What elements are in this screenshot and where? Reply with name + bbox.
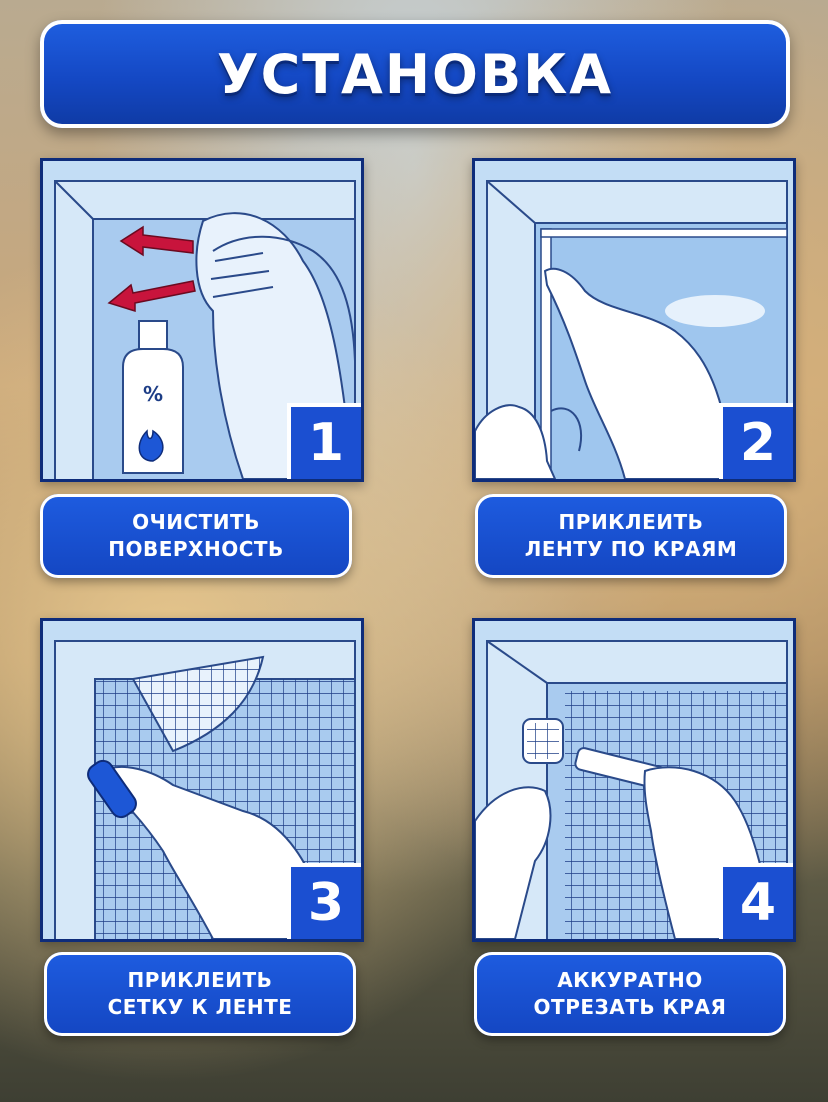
step-2-number-badge: 2 [719, 403, 793, 479]
step-2-caption: ПРИКЛЕИТЬ ЛЕНТУ ПО КРАЯМ [475, 494, 787, 578]
step-4-panel: 4 [472, 618, 796, 942]
page-title: УСТАНОВКА [216, 42, 614, 106]
step-2-caption-line2: ЛЕНТУ ПО КРАЯМ [524, 537, 738, 561]
step-2-panel: 2 [472, 158, 796, 482]
step-1-number: 1 [307, 413, 345, 473]
step-1-caption-line1: ОЧИСТИТЬ [132, 510, 260, 534]
step-4-number: 4 [739, 873, 777, 933]
bottle-label: % [143, 382, 163, 406]
step-1-caption: ОЧИСТИТЬ ПОВЕРХНОСТЬ [40, 494, 352, 578]
step-4-number-badge: 4 [719, 863, 793, 939]
step-3-panel: 3 [40, 618, 364, 942]
flame-icon [138, 429, 164, 462]
step-3-caption-line1: ПРИКЛЕИТЬ [127, 968, 273, 992]
step-1-number-badge: 1 [287, 403, 361, 479]
step-3-caption: ПРИКЛЕИТЬ СЕТКУ К ЛЕНТЕ [44, 952, 356, 1036]
step-3-number-badge: 3 [287, 863, 361, 939]
step-4-caption-line2: ОТРЕЗАТЬ КРАЯ [533, 995, 727, 1019]
step-3-number: 3 [307, 873, 345, 933]
step-2-number: 2 [739, 413, 777, 473]
step-4-caption-line1: АККУРАТНО [557, 968, 703, 992]
step-1-caption-line2: ПОВЕРХНОСТЬ [108, 537, 284, 561]
step-1-panel: % 1 [40, 158, 364, 482]
title-banner: УСТАНОВКА [40, 20, 790, 128]
step-3-caption-line2: СЕТКУ К ЛЕНТЕ [107, 995, 293, 1019]
step-2-caption-line1: ПРИКЛЕИТЬ [558, 510, 704, 534]
step-4-caption: АККУРАТНО ОТРЕЗАТЬ КРАЯ [474, 952, 786, 1036]
